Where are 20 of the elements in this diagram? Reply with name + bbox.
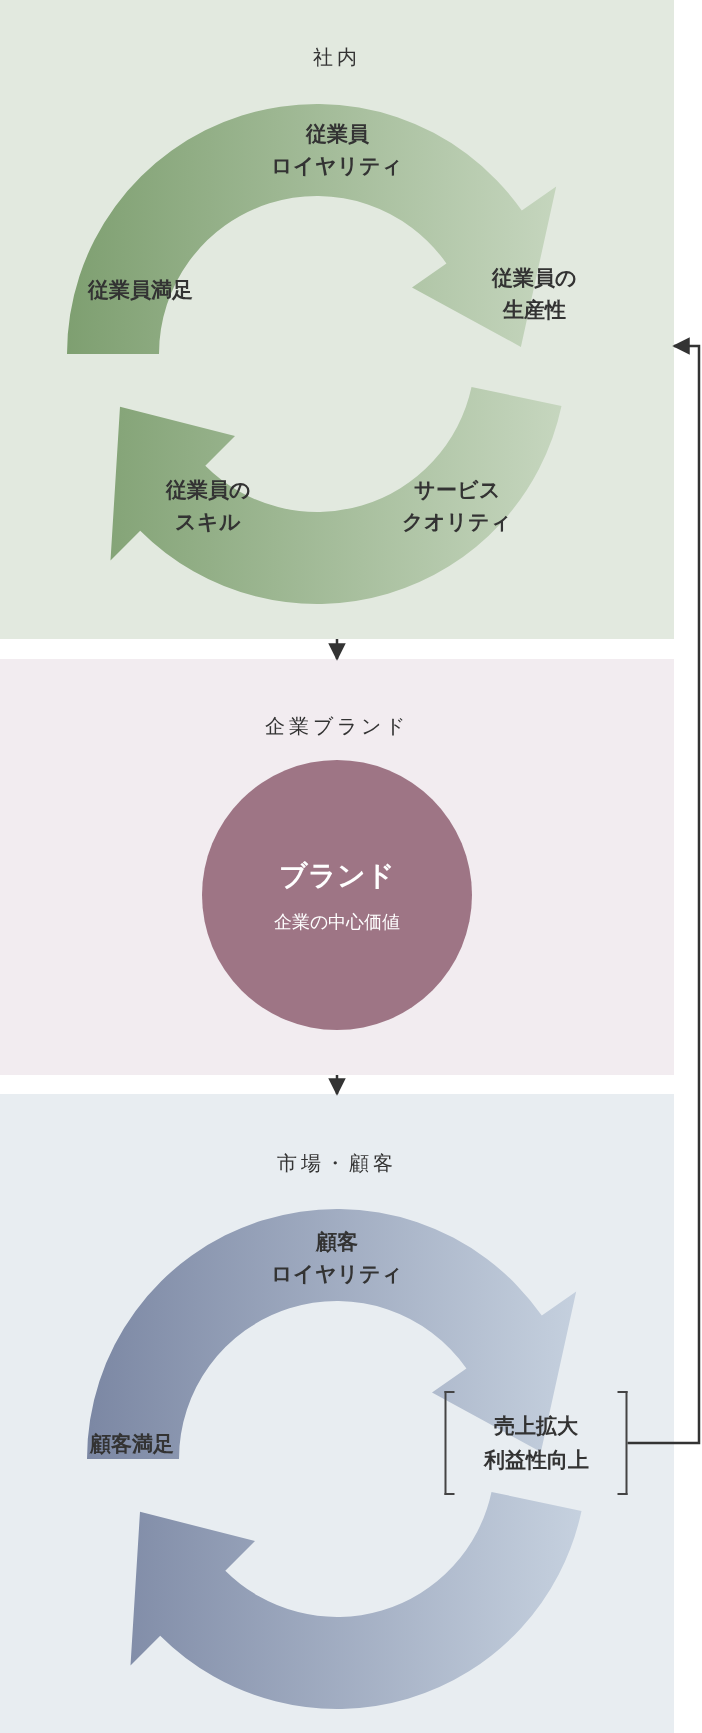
section-band xyxy=(0,0,674,639)
section-title: 社内 xyxy=(313,45,361,70)
arrow xyxy=(328,1075,346,1096)
section-band xyxy=(0,1094,674,1733)
cycle-label: 顧客満足 xyxy=(77,1428,187,1460)
cycle-label: サービスクオリティ xyxy=(387,473,527,537)
section-band xyxy=(0,659,674,1075)
cycle-label: 従業員満足 xyxy=(75,274,205,306)
cycle-label: 売上拡大利益性向上 xyxy=(482,1413,590,1473)
cycle-label: 従業員の生産性 xyxy=(474,261,594,325)
cycle-label: 顧客ロイヤリティ xyxy=(257,1225,417,1289)
bracketed-text-frame xyxy=(444,1391,628,1495)
arrow xyxy=(328,639,346,661)
section-title: 市場・顧客 xyxy=(277,1151,397,1176)
cycle-label: 従業員のスキル xyxy=(148,473,268,537)
circle-heading: ブランド xyxy=(279,858,395,893)
arrow xyxy=(627,337,701,1445)
section-title: 企業ブランド xyxy=(265,714,409,739)
circle-subtext: 企業の中心価値 xyxy=(274,910,400,934)
cycle-label: 従業員ロイヤリティ xyxy=(257,117,417,181)
